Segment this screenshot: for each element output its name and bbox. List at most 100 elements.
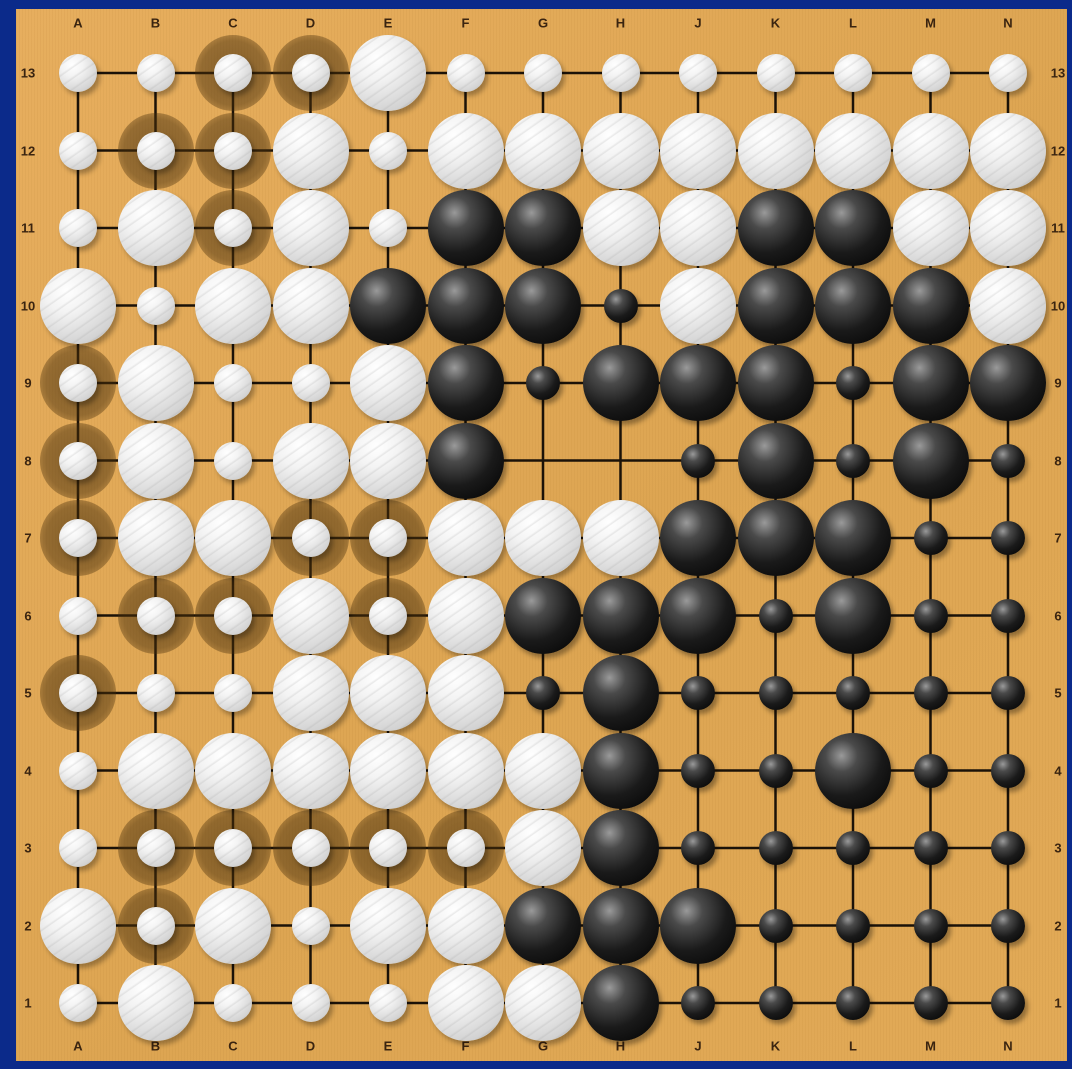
black-stone[interactable] xyxy=(505,190,581,266)
white-stone[interactable] xyxy=(137,829,175,867)
white-stone[interactable] xyxy=(369,984,407,1022)
white-stone[interactable] xyxy=(834,54,872,92)
white-stone[interactable] xyxy=(893,190,969,266)
white-stone[interactable] xyxy=(369,519,407,557)
white-stone[interactable] xyxy=(369,132,407,170)
white-stone[interactable] xyxy=(660,190,736,266)
black-stone[interactable] xyxy=(428,268,504,344)
white-stone[interactable] xyxy=(815,113,891,189)
black-stone[interactable] xyxy=(914,599,948,633)
white-stone[interactable] xyxy=(428,888,504,964)
white-stone[interactable] xyxy=(59,519,97,557)
white-stone[interactable] xyxy=(428,113,504,189)
white-stone[interactable] xyxy=(428,500,504,576)
black-stone[interactable] xyxy=(583,733,659,809)
white-stone[interactable] xyxy=(214,209,252,247)
white-stone[interactable] xyxy=(137,54,175,92)
white-stone[interactable] xyxy=(350,423,426,499)
black-stone[interactable] xyxy=(970,345,1046,421)
white-stone[interactable] xyxy=(369,829,407,867)
white-stone[interactable] xyxy=(137,674,175,712)
white-stone[interactable] xyxy=(893,113,969,189)
white-stone[interactable] xyxy=(59,829,97,867)
white-stone[interactable] xyxy=(214,829,252,867)
black-stone[interactable] xyxy=(914,986,948,1020)
white-stone[interactable] xyxy=(350,35,426,111)
black-stone[interactable] xyxy=(428,423,504,499)
white-stone[interactable] xyxy=(292,829,330,867)
black-stone[interactable] xyxy=(836,676,870,710)
black-stone[interactable] xyxy=(583,810,659,886)
white-stone[interactable] xyxy=(273,733,349,809)
black-stone[interactable] xyxy=(836,909,870,943)
white-stone[interactable] xyxy=(273,113,349,189)
white-stone[interactable] xyxy=(428,733,504,809)
black-stone[interactable] xyxy=(815,500,891,576)
black-stone[interactable] xyxy=(526,676,560,710)
white-stone[interactable] xyxy=(214,54,252,92)
black-stone[interactable] xyxy=(759,831,793,865)
black-stone[interactable] xyxy=(604,289,638,323)
black-stone[interactable] xyxy=(991,754,1025,788)
white-stone[interactable] xyxy=(583,113,659,189)
white-stone[interactable] xyxy=(428,578,504,654)
white-stone[interactable] xyxy=(292,364,330,402)
black-stone[interactable] xyxy=(759,676,793,710)
white-stone[interactable] xyxy=(757,54,795,92)
black-stone[interactable] xyxy=(526,366,560,400)
white-stone[interactable] xyxy=(137,597,175,635)
black-stone[interactable] xyxy=(505,268,581,344)
black-stone[interactable] xyxy=(914,831,948,865)
black-stone[interactable] xyxy=(815,190,891,266)
black-stone[interactable] xyxy=(759,909,793,943)
black-stone[interactable] xyxy=(836,831,870,865)
white-stone[interactable] xyxy=(214,442,252,480)
black-stone[interactable] xyxy=(681,986,715,1020)
black-stone[interactable] xyxy=(660,888,736,964)
black-stone[interactable] xyxy=(505,888,581,964)
black-stone[interactable] xyxy=(991,444,1025,478)
black-stone[interactable] xyxy=(914,909,948,943)
black-stone[interactable] xyxy=(991,521,1025,555)
white-stone[interactable] xyxy=(583,500,659,576)
black-stone[interactable] xyxy=(583,655,659,731)
white-stone[interactable] xyxy=(350,345,426,421)
white-stone[interactable] xyxy=(273,190,349,266)
white-stone[interactable] xyxy=(214,597,252,635)
white-stone[interactable] xyxy=(214,674,252,712)
black-stone[interactable] xyxy=(893,423,969,499)
white-stone[interactable] xyxy=(137,132,175,170)
white-stone[interactable] xyxy=(118,500,194,576)
white-stone[interactable] xyxy=(273,423,349,499)
black-stone[interactable] xyxy=(681,444,715,478)
black-stone[interactable] xyxy=(681,676,715,710)
white-stone[interactable] xyxy=(369,597,407,635)
white-stone[interactable] xyxy=(59,442,97,480)
black-stone[interactable] xyxy=(428,345,504,421)
white-stone[interactable] xyxy=(59,752,97,790)
white-stone[interactable] xyxy=(369,209,407,247)
white-stone[interactable] xyxy=(350,888,426,964)
white-stone[interactable] xyxy=(40,888,116,964)
black-stone[interactable] xyxy=(660,578,736,654)
black-stone[interactable] xyxy=(815,578,891,654)
white-stone[interactable] xyxy=(602,54,640,92)
white-stone[interactable] xyxy=(292,54,330,92)
black-stone[interactable] xyxy=(350,268,426,344)
black-stone[interactable] xyxy=(660,500,736,576)
black-stone[interactable] xyxy=(583,578,659,654)
white-stone[interactable] xyxy=(292,519,330,557)
white-stone[interactable] xyxy=(738,113,814,189)
white-stone[interactable] xyxy=(970,113,1046,189)
white-stone[interactable] xyxy=(195,888,271,964)
white-stone[interactable] xyxy=(137,287,175,325)
white-stone[interactable] xyxy=(447,829,485,867)
white-stone[interactable] xyxy=(292,907,330,945)
white-stone[interactable] xyxy=(660,268,736,344)
black-stone[interactable] xyxy=(660,345,736,421)
white-stone[interactable] xyxy=(118,965,194,1041)
black-stone[interactable] xyxy=(991,676,1025,710)
white-stone[interactable] xyxy=(195,733,271,809)
white-stone[interactable] xyxy=(118,190,194,266)
